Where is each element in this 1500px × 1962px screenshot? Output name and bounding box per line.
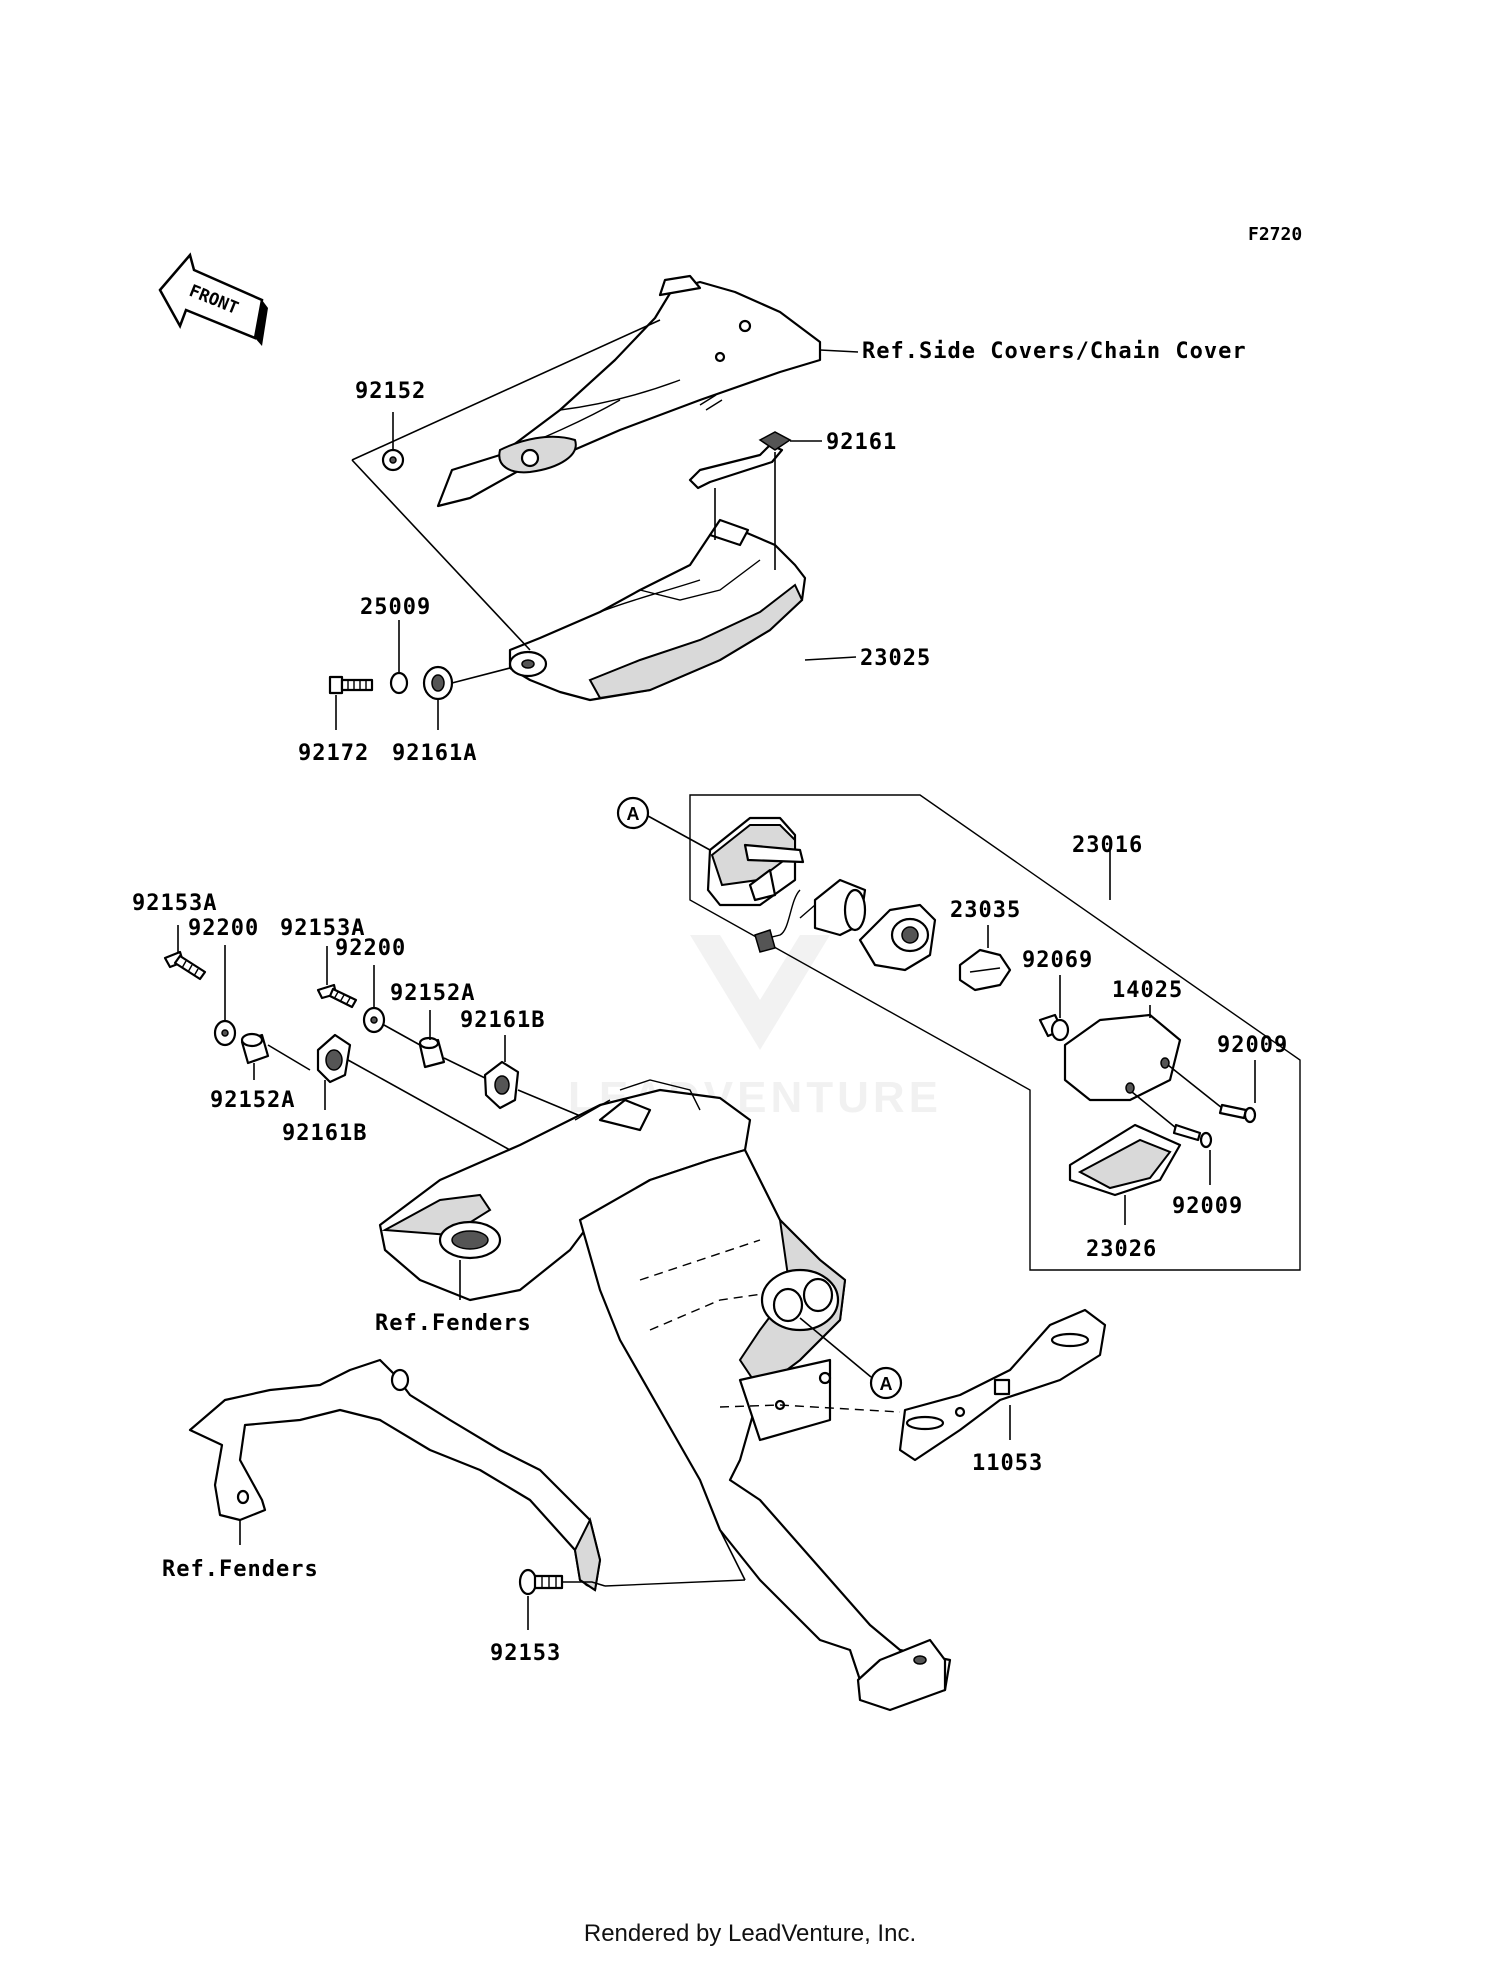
taillight-group-outline bbox=[689, 794, 1301, 1271]
label-92172: 92172 bbox=[298, 741, 369, 766]
label-23016: 23016 bbox=[1072, 833, 1143, 858]
washer-25009 bbox=[389, 671, 409, 695]
rear-fender bbox=[378, 1079, 952, 1712]
label-92153A-left: 92153A bbox=[132, 891, 217, 916]
label-92153: 92153 bbox=[490, 1641, 561, 1666]
label-14025: 14025 bbox=[1112, 978, 1183, 1003]
marker-a-top-label: A bbox=[627, 804, 640, 824]
marker-a-lower bbox=[869, 1366, 903, 1400]
label-11053: 11053 bbox=[972, 1451, 1043, 1476]
grommet-92161A bbox=[422, 665, 454, 701]
label-25009: 25009 bbox=[360, 595, 431, 620]
clip-23035 bbox=[958, 948, 1012, 992]
tail-cover bbox=[436, 274, 822, 508]
lens-14025 bbox=[1063, 1013, 1182, 1102]
screw-92009-lower bbox=[1172, 1123, 1213, 1149]
label-92161B-right: 92161B bbox=[460, 1008, 545, 1033]
label-23035: 23035 bbox=[950, 898, 1021, 923]
collar-92152A-left bbox=[240, 1032, 270, 1065]
label-92009-lower: 92009 bbox=[1172, 1194, 1243, 1219]
bolt-92153A-left bbox=[163, 950, 207, 981]
side-stay bbox=[188, 1358, 602, 1592]
bolt-92153 bbox=[518, 1568, 564, 1596]
lens-23026 bbox=[1068, 1123, 1182, 1197]
ref-side-covers: Ref.Side Covers/Chain Cover bbox=[862, 339, 1247, 364]
label-92069: 92069 bbox=[1022, 948, 1093, 973]
undertray bbox=[508, 518, 807, 702]
grommet-92161B-right bbox=[483, 1060, 520, 1110]
marker-a-lower-label: A bbox=[880, 1374, 893, 1394]
ref-fenders-upper: Ref.Fenders bbox=[375, 1311, 532, 1336]
label-92200-right: 92200 bbox=[335, 936, 406, 961]
label-92161: 92161 bbox=[826, 430, 897, 455]
socket-plate bbox=[706, 816, 805, 907]
washer-92200-left bbox=[213, 1019, 237, 1047]
screw-92172 bbox=[328, 675, 374, 695]
screw-92009-upper bbox=[1218, 1103, 1257, 1124]
label-92200-left: 92200 bbox=[188, 916, 259, 941]
washer-92152 bbox=[381, 448, 405, 472]
footer-credit: Rendered by LeadVenture, Inc. bbox=[583, 1920, 917, 1947]
label-23026: 23026 bbox=[1086, 1237, 1157, 1262]
bolt-92153A-right bbox=[316, 983, 358, 1009]
label-92161B-left: 92161B bbox=[282, 1121, 367, 1146]
strap-92161 bbox=[688, 431, 822, 570]
grommet-92161B-left bbox=[316, 1033, 352, 1084]
label-92153A-right: 92153A bbox=[280, 916, 365, 941]
label-92152A-right: 92152A bbox=[390, 981, 475, 1006]
lamp-ring bbox=[858, 903, 937, 972]
label-92152A-left: 92152A bbox=[210, 1088, 295, 1113]
bulb-socket bbox=[754, 878, 867, 953]
label-92161A: 92161A bbox=[392, 741, 477, 766]
label-92009-upper: 92009 bbox=[1217, 1033, 1288, 1058]
washer-92200-right bbox=[362, 1006, 386, 1034]
diagram-code: F2720 bbox=[1248, 224, 1302, 245]
bracket-11053 bbox=[898, 1308, 1107, 1462]
marker-a-top bbox=[616, 796, 650, 830]
label-23025: 23025 bbox=[860, 646, 931, 671]
front-arrow-icon: FRONT bbox=[158, 252, 268, 346]
ref-fenders-lower: Ref.Fenders bbox=[162, 1557, 319, 1582]
label-92152: 92152 bbox=[355, 379, 426, 404]
collar-92152A-right bbox=[418, 1036, 446, 1069]
bulb-92069 bbox=[1038, 1013, 1070, 1042]
